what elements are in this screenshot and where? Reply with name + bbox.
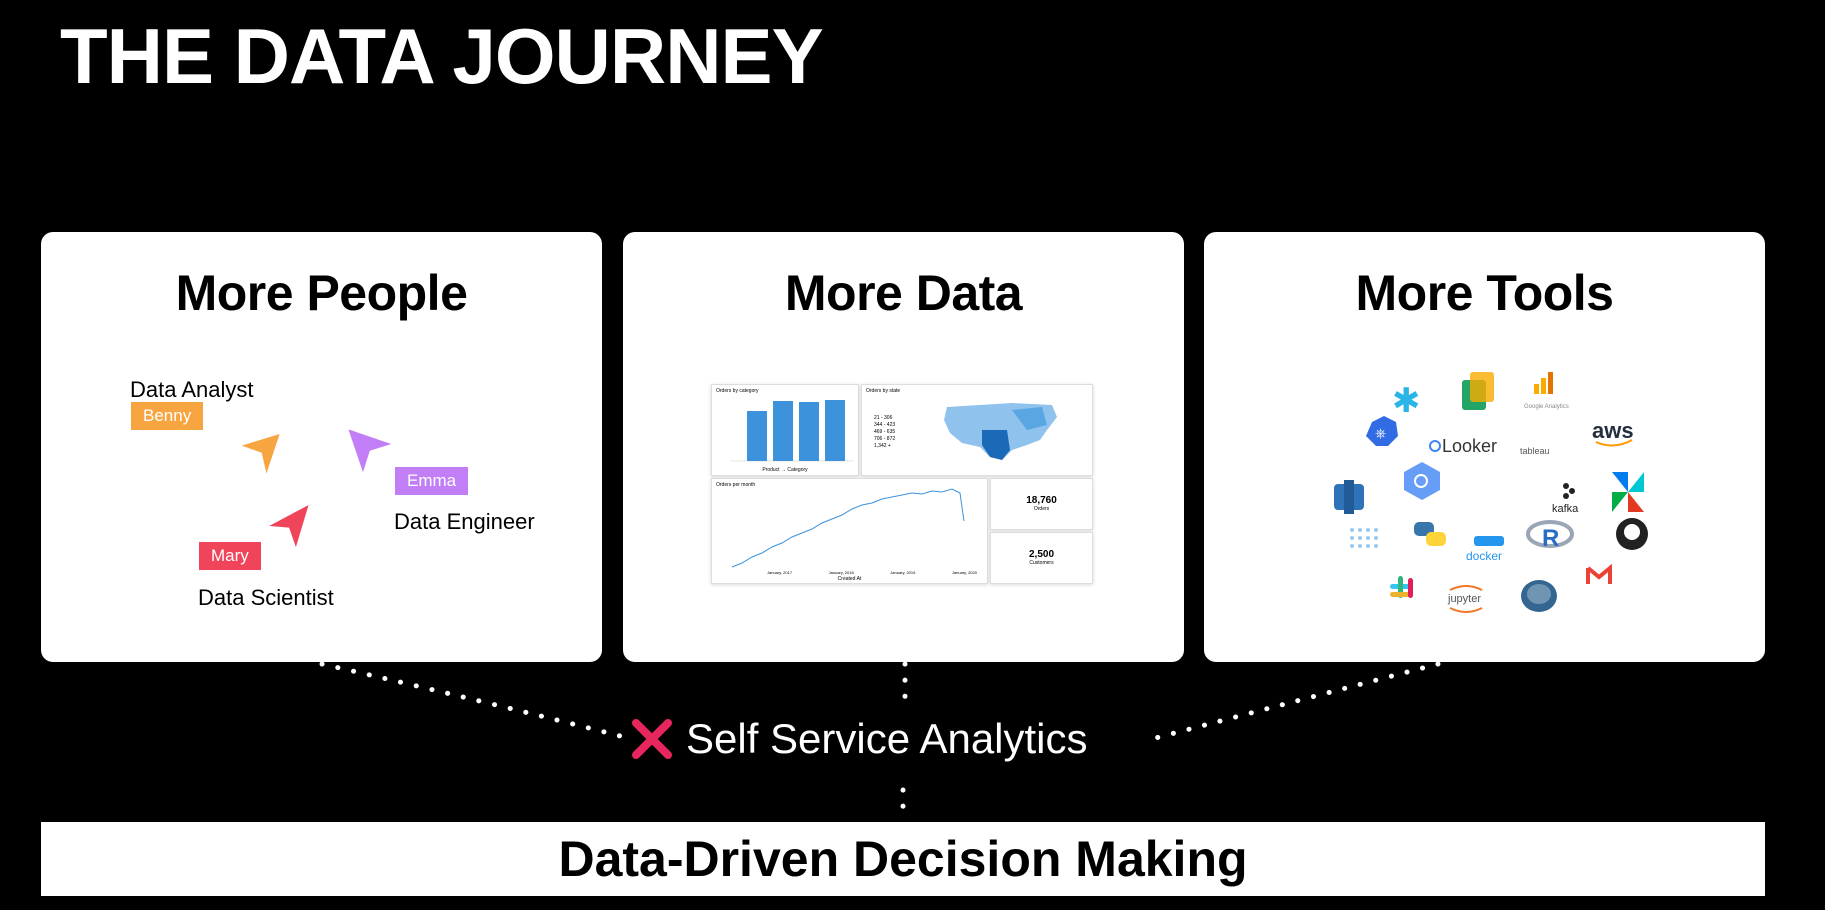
map-title: Orders by state [866, 388, 901, 394]
page-title: THE DATA JOURNEY [60, 12, 824, 100]
bar-chart-xlabel: Product → Category [762, 467, 808, 473]
redshift-icon [1334, 480, 1364, 514]
cursor-icon [232, 429, 285, 482]
aws-smile [1595, 439, 1633, 447]
google-analytics-icon [1534, 372, 1553, 394]
bar-chart-panel: Orders by category Product → Category [711, 384, 859, 476]
jupyter-label: jupyter [1447, 593, 1481, 605]
tableau-label: tableau [1520, 446, 1550, 456]
r-label: R [1542, 525, 1559, 552]
google-sheets-icon [1462, 372, 1494, 410]
bar [773, 401, 793, 461]
databricks-dots-icon [1350, 528, 1378, 548]
card-heading: More Tools [1355, 265, 1614, 321]
jupyter-arc [1449, 607, 1483, 613]
slack-icon [1390, 576, 1413, 598]
metric-customers: 2,500 Customers [990, 532, 1093, 584]
cursor-icon [258, 498, 314, 557]
card-heading: More People [175, 265, 468, 321]
bar [747, 411, 767, 461]
github-icon [1616, 518, 1648, 550]
google-analytics-label: Google Analytics [1524, 404, 1569, 410]
cursor-icon [343, 424, 401, 482]
self-service-analytics: Self Service Analytics [630, 715, 1088, 763]
data-engineer-label: Data Engineer [394, 509, 535, 534]
kafka-icon [1563, 483, 1575, 499]
card-more-people: More People Data Analyst Benny Emma Data… [41, 232, 602, 662]
looker-icon [1429, 440, 1441, 452]
looker-label: Looker [1442, 436, 1497, 456]
bar [799, 402, 819, 461]
data-analyst-label: Data Analyst [130, 377, 254, 402]
self-service-label: Self Service Analytics [686, 715, 1088, 762]
line-chart-title: Orders per month [716, 482, 756, 488]
card-more-data: More Data Orders by category Product → C… [623, 232, 1184, 662]
data-scientist-label: Data Scientist [198, 585, 334, 610]
benny-tag: Benny [131, 402, 204, 430]
metric-orders: 18,760 Orders [990, 478, 1093, 530]
snowflake-icon: ✱ [1392, 381, 1421, 421]
bigquery-icon [1404, 462, 1440, 500]
airflow-icon [1612, 472, 1644, 512]
bar-chart-title: Orders by category [716, 388, 759, 394]
docker-label: docker [1466, 549, 1502, 563]
card-heading: More Data [784, 265, 1023, 321]
us-map [944, 403, 1057, 460]
jupyter-arc [1449, 585, 1483, 591]
docker-icon [1474, 536, 1504, 546]
line-chart [731, 488, 965, 568]
mary-tag: Mary [199, 542, 261, 570]
svg-text:⎈: ⎈ [1375, 425, 1386, 441]
svg-text:✱: ✱ [1392, 381, 1421, 421]
r-icon [1526, 520, 1574, 548]
bar-chart [730, 400, 854, 462]
postgresql-icon [1521, 580, 1557, 612]
python-icon [1414, 522, 1446, 546]
aws-label: aws [1592, 418, 1634, 443]
emma-tag: Emma [395, 467, 469, 495]
card-more-tools: More Tools ✱ Google Analytics ⎈ Looker t… [1204, 232, 1765, 662]
bar [825, 400, 845, 461]
line-chart-xlabel: Created At [837, 576, 862, 582]
tools-cloud: ✱ Google Analytics ⎈ Looker tableau aws … [1334, 372, 1648, 613]
gmail-icon [1586, 563, 1612, 584]
kubernetes-icon: ⎈ [1366, 416, 1398, 446]
cross-icon [632, 719, 672, 759]
kafka-label: kafka [1552, 503, 1579, 515]
decision-making-banner: Data-Driven Decision Making [41, 822, 1765, 896]
